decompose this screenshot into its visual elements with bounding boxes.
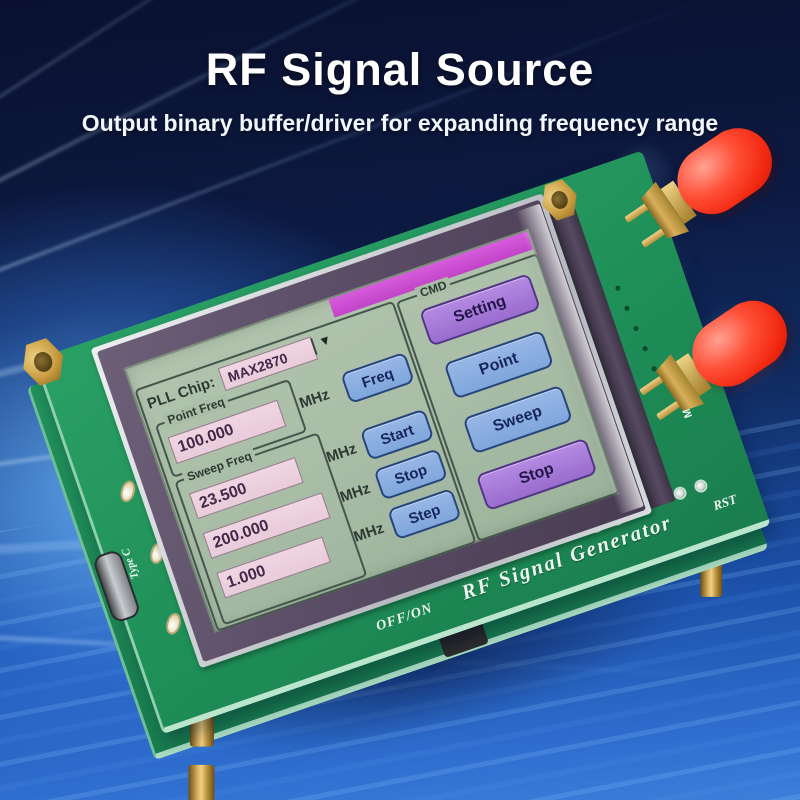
sweep-button[interactable]: Sweep [462,384,574,455]
standoff-hole [31,349,55,374]
standoff-hole [549,189,570,211]
mhz-unit-label: MHz [337,479,373,507]
mhz-unit-label: MHz [324,440,359,467]
page-title: RF Signal Source [205,44,595,95]
freq-button[interactable]: Freq [340,351,415,405]
mhz-unit-label: MHz [297,386,332,413]
off-on-label: OFF/ON [374,601,435,635]
step-button[interactable]: Step [387,487,462,541]
standoff-foot [188,764,215,800]
cmd-stop-button[interactable]: Stop [475,437,598,512]
via-hole [641,345,649,352]
solder-pad [674,487,686,499]
point-button[interactable]: Point [443,329,555,400]
rst-label: RST [711,491,739,514]
mhz-unit-label: MHz [351,519,387,546]
edge-pad [163,611,184,637]
page-subtitle: Output binary buffer/driver for expandin… [81,110,719,136]
edge-pad [118,478,138,504]
via-hole [632,325,640,332]
pll-chip-value[interactable]: MAX2870 [217,336,319,392]
via-hole [614,285,622,292]
via-hole [623,305,631,312]
solder-pad [695,480,707,492]
chevron-down-icon[interactable]: ▼ [316,331,334,350]
